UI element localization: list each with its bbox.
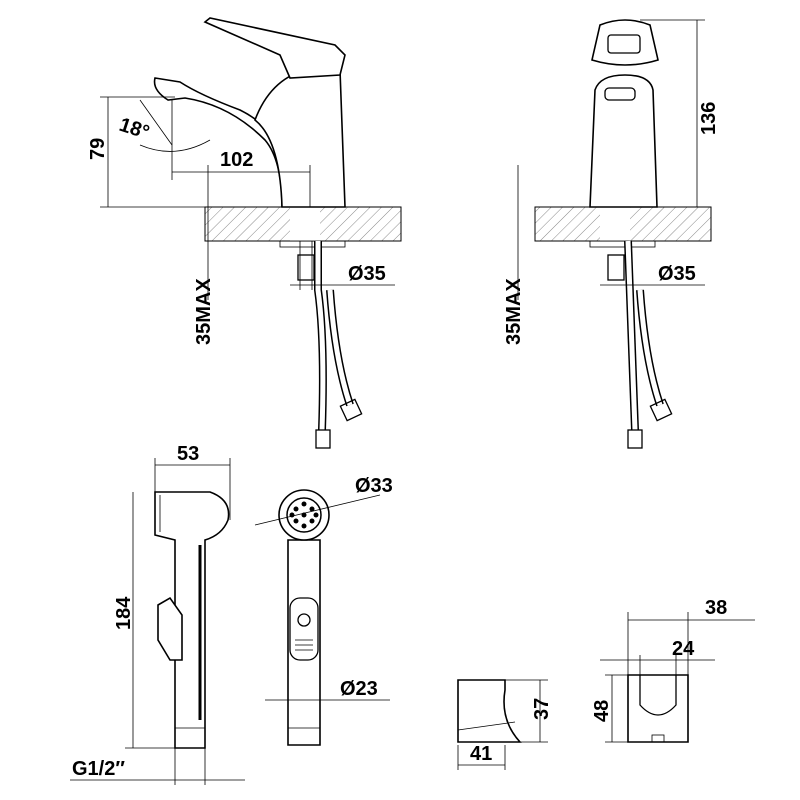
dim-width-38: 38 [705,597,727,619]
dim-handle-23: Ø23 [340,678,378,700]
holder-front [627,674,689,743]
dim-height-79: 79 [87,138,109,160]
hose-nut [339,398,363,422]
dim-width-53: 53 [177,443,199,465]
dim-thread-g12: G1/2″ [72,758,125,780]
holder: 37 41 38 24 48 [457,597,755,770]
faucet-body [589,74,658,208]
hose-nut [315,429,331,449]
dim-hole-35: Ø35 [658,263,696,285]
spout [153,77,283,208]
dim-height-136: 136 [698,102,720,135]
lever-handle [203,17,346,79]
side-view: 79 18° 102 35MAX Ø35 [87,17,402,449]
dim-height-37: 37 [531,698,553,720]
dim-height-48: 48 [591,700,613,722]
shower-head [154,491,230,749]
trigger-front [289,597,319,661]
lever-handle [591,19,659,66]
holder-side [457,679,522,743]
hand-shower-side: 53 184 G1/2″ [70,443,245,785]
dim-depth-41: 41 [470,743,492,765]
hand-shower-front: Ø33 Ø23 [254,475,393,746]
faucet-body [254,69,346,208]
dim-reach-102: 102 [220,149,253,171]
trigger [157,596,183,661]
spray-nozzles [289,501,319,529]
front-view: 136 35MAX Ø35 [503,19,720,449]
dim-mount-35max: 35MAX [503,278,525,345]
dim-inner-24: 24 [672,638,695,660]
dim-head-33: Ø33 [355,475,393,497]
dim-length-184: 184 [113,596,135,630]
dim-mount-35max: 35MAX [193,278,215,345]
dim-hole-35: Ø35 [348,263,386,285]
aerator [604,87,636,101]
dim-angle-18: 18° [116,114,152,144]
